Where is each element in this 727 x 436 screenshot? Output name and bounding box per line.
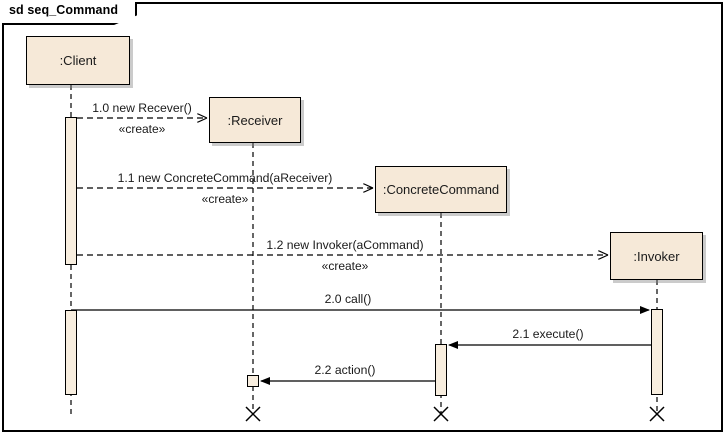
activation-bar-concretecommand-act-1[interactable] — [435, 344, 447, 396]
participant-receiver[interactable]: :Receiver — [209, 97, 301, 143]
message-label-msg-1-1: 1.1 new ConcreteCommand(aReceiver) — [117, 171, 333, 185]
participant-label-receiver: :Receiver — [227, 112, 283, 128]
message-stereotype-msg-1-0: «create» — [118, 122, 166, 136]
participant-client[interactable]: :Client — [26, 36, 130, 85]
activation-bar-client-act-1[interactable] — [65, 117, 77, 265]
message-label-msg-2-2: 2.2 action() — [314, 363, 376, 377]
activation-bar-client-act-2[interactable] — [65, 310, 77, 395]
participant-label-invoker: :Invoker — [633, 248, 680, 264]
frame-title: sd seq_Command — [9, 3, 119, 17]
participant-concretecommand[interactable]: :ConcreteCommand — [375, 166, 507, 213]
message-label-msg-1-0: 1.0 new Recever() — [92, 101, 192, 115]
frame-name-tab — [2, 2, 137, 25]
activation-bar-invoker-act-1[interactable] — [651, 309, 663, 395]
message-label-msg-1-2: 1.2 new Invoker(aCommand) — [266, 238, 424, 252]
message-stereotype-msg-1-2: «create» — [321, 259, 369, 273]
activation-bar-receiver-act-1[interactable] — [247, 375, 259, 387]
participant-invoker[interactable]: :Invoker — [610, 232, 703, 280]
participant-label-concretecommand: :ConcreteCommand — [382, 182, 500, 197]
message-label-msg-2-0: 2.0 call() — [324, 292, 372, 306]
participant-label-client: :Client — [59, 53, 97, 68]
message-label-msg-2-1: 2.1 execute() — [512, 327, 584, 341]
message-stereotype-msg-1-1: «create» — [201, 192, 249, 206]
